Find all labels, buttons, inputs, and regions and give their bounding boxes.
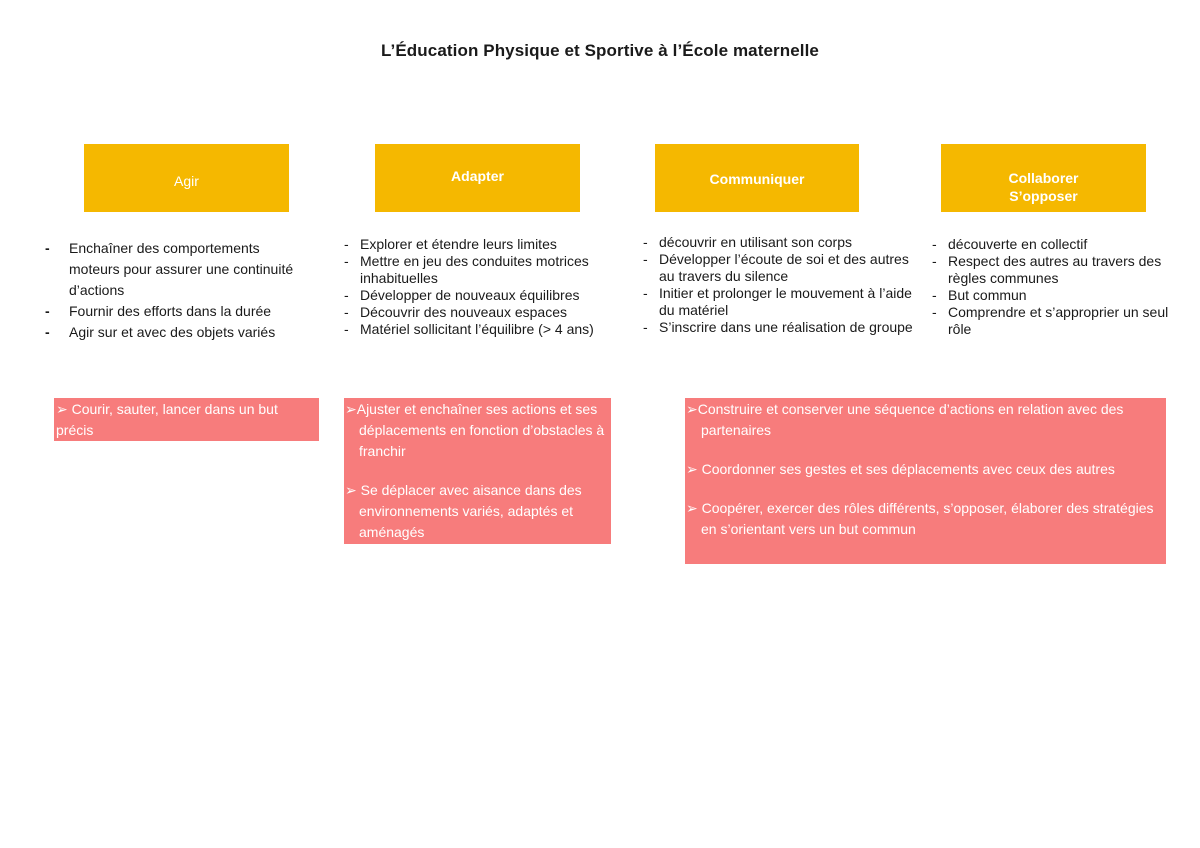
list-item-text: découverte en collectif bbox=[948, 236, 1088, 252]
goal-item: ➢Ajuster et enchaîner ses actions et ses… bbox=[345, 401, 605, 459]
goal-item: ➢Construire et conserver une séquence d’… bbox=[686, 401, 1124, 438]
skills-list-communiquer: -découvrir en utilisant son corps -Dével… bbox=[643, 234, 913, 336]
page-title: L’Éducation Physique et Sportive à l’Éco… bbox=[381, 41, 819, 60]
list-item-text: S’inscrire dans une réalisation de group… bbox=[659, 319, 913, 335]
list-item-text: Matériel sollicitant l’équilibre (> 4 an… bbox=[360, 321, 594, 337]
bullet-mark: - bbox=[932, 236, 937, 252]
bullet-mark: - bbox=[344, 253, 349, 269]
list-item: -Matériel sollicitant l’équilibre (> 4 a… bbox=[344, 321, 609, 338]
category-communiquer: Communiquer bbox=[655, 144, 859, 212]
bullet-mark: - bbox=[344, 287, 349, 303]
category-label: Communiquer bbox=[709, 171, 805, 187]
list-item-text: Enchaîner des comportements moteurs pour… bbox=[69, 240, 294, 298]
list-item: -S’inscrire dans une réalisation de grou… bbox=[643, 319, 913, 336]
goal-box-agir: ➢ Courir, sauter, lancer dans un but pré… bbox=[54, 398, 319, 441]
bullet-mark: - bbox=[932, 304, 937, 320]
bullet-mark: - bbox=[643, 251, 648, 267]
list-item: -découvrir en utilisant son corps bbox=[643, 234, 913, 251]
category-collaborer: Collaborer S’opposer bbox=[941, 144, 1146, 212]
list-item: -But commun bbox=[932, 287, 1194, 304]
bullet-mark: - bbox=[643, 285, 648, 301]
bullet-mark: - bbox=[344, 236, 349, 252]
list-item-text: Découvrir des nouveaux espaces bbox=[360, 304, 568, 320]
list-item: - Enchaîner des comportements moteurs pou… bbox=[45, 238, 295, 301]
list-item-text: découvrir en utilisant son corps bbox=[659, 234, 852, 250]
list-item: -Découvrir des nouveaux espaces bbox=[344, 304, 609, 321]
list-item: -Mettre en jeu des conduites motrices in… bbox=[344, 253, 609, 287]
list-item: - Agir sur et avec des objets variés bbox=[45, 322, 295, 343]
list-item-text: Agir sur et avec des objets variés bbox=[69, 324, 276, 340]
list-item-text: Explorer et étendre leurs limites bbox=[360, 236, 557, 252]
bullet-mark: - bbox=[344, 304, 349, 320]
list-item-text: Développer l’écoute de soi et des autres… bbox=[659, 251, 909, 284]
bullet-mark: - bbox=[932, 253, 937, 269]
list-item: - Fournir des efforts dans la durée bbox=[45, 301, 295, 322]
bullet-mark: - bbox=[344, 321, 349, 337]
bullet-mark: - bbox=[643, 234, 648, 250]
goal-item: ➢ Coopérer, exercer des rôles différents… bbox=[686, 500, 1154, 537]
list-item-text: Initier et prolonger le mouvement à l’ai… bbox=[659, 285, 912, 318]
goal-box-collaboration: ➢Construire et conserver une séquence d’… bbox=[685, 398, 1166, 564]
list-item: -Développer l’écoute de soi et des autre… bbox=[643, 251, 913, 285]
bullet-mark: - bbox=[45, 240, 50, 256]
goal-item: ➢ Coordonner ses gestes et ses déplaceme… bbox=[686, 461, 1115, 477]
category-label: Agir bbox=[174, 173, 199, 189]
skills-list-collaborer: -découverte en collectif -Respect des au… bbox=[932, 236, 1194, 338]
list-item-text: But commun bbox=[948, 287, 1027, 303]
list-item: -Respect des autres au travers des règle… bbox=[932, 253, 1194, 287]
list-item-text: Respect des autres au travers des règles… bbox=[948, 253, 1162, 286]
category-agir: Agir bbox=[84, 144, 289, 212]
category-label: Collaborer S’opposer bbox=[1008, 170, 1079, 204]
category-label: Adapter bbox=[451, 168, 504, 184]
bullet-mark: - bbox=[45, 303, 50, 319]
list-item-text: Développer de nouveaux équilibres bbox=[360, 287, 580, 303]
bullet-mark: - bbox=[643, 319, 648, 335]
skills-list-adapter: -Explorer et étendre leurs limites -Mett… bbox=[344, 236, 609, 338]
list-item: -découverte en collectif bbox=[932, 236, 1194, 253]
goal-box-adapter: ➢Ajuster et enchaîner ses actions et ses… bbox=[344, 398, 611, 544]
goal-item: ➢ Courir, sauter, lancer dans un but pré… bbox=[56, 401, 278, 438]
bullet-mark: - bbox=[932, 287, 937, 303]
list-item: -Comprendre et s’approprier un seul rôle bbox=[932, 304, 1194, 338]
bullet-mark: - bbox=[45, 324, 50, 340]
goal-item: ➢ Se déplacer avec aisance dans des envi… bbox=[345, 482, 582, 540]
skills-list-agir: - Enchaîner des comportements moteurs pou… bbox=[45, 238, 295, 343]
list-item-text: Mettre en jeu des conduites motrices inh… bbox=[360, 253, 589, 286]
list-item-text: Fournir des efforts dans la durée bbox=[69, 303, 272, 319]
category-adapter: Adapter bbox=[375, 144, 580, 212]
list-item-text: Comprendre et s’approprier un seul rôle bbox=[948, 304, 1169, 337]
list-item: -Explorer et étendre leurs limites bbox=[344, 236, 609, 253]
list-item: -Développer de nouveaux équilibres bbox=[344, 287, 609, 304]
list-item: -Initier et prolonger le mouvement à l’a… bbox=[643, 285, 913, 319]
